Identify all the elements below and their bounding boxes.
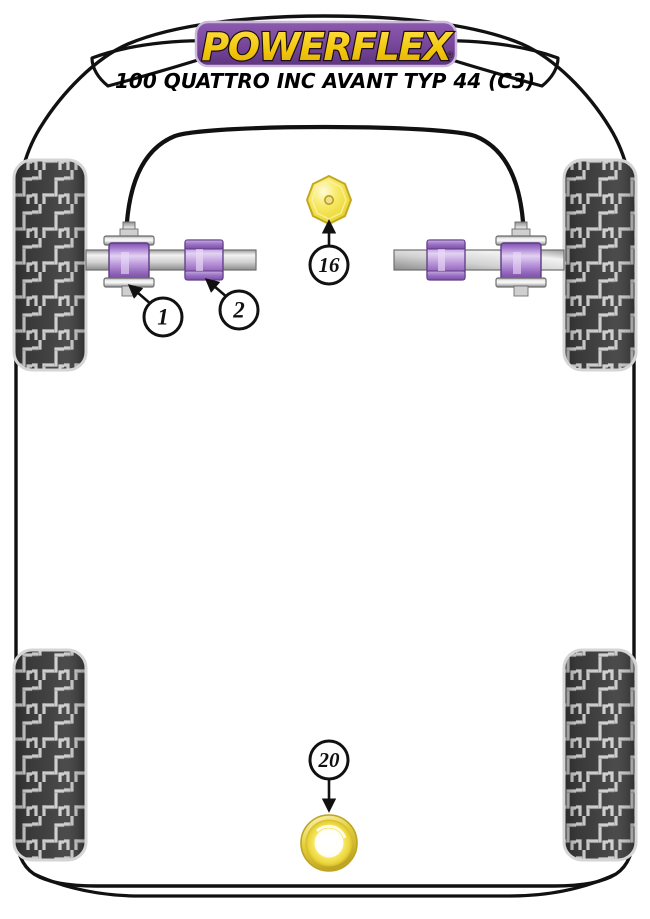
bush-front-right[interactable] <box>495 221 547 297</box>
powerflex-logo: POWERFLEX ® <box>194 20 458 70</box>
callout-1[interactable]: 1 <box>142 296 184 338</box>
lower-engine-mount[interactable] <box>300 814 358 872</box>
vehicle-title-text: 100 QUATTRO INC AVANT TYP 44 (C3) <box>115 69 535 93</box>
powerflex-logo-text: POWERFLEX <box>201 25 453 69</box>
callout-20-label: 20 <box>318 748 341 772</box>
page-title: 100 QUATTRO INC AVANT TYP 44 (C3) <box>115 69 535 93</box>
anti-roll-bar <box>123 124 527 249</box>
upper-engine-mount[interactable] <box>305 174 353 226</box>
callout-16[interactable]: 16 <box>308 244 350 286</box>
wheel-front-right <box>562 158 638 372</box>
callout-leaders <box>127 219 337 813</box>
registered-mark: ® <box>447 50 454 60</box>
callout-20[interactable]: 20 <box>308 739 350 781</box>
callout-1-label: 1 <box>157 305 169 330</box>
callout-16-label: 16 <box>319 253 341 277</box>
callout-2-label: 2 <box>232 298 245 323</box>
callout-2[interactable]: 2 <box>218 289 260 331</box>
wheel-rear-left <box>12 648 88 862</box>
bush-rear-left[interactable] <box>184 239 224 281</box>
bush-rear-right[interactable] <box>426 239 466 281</box>
wheel-rear-right <box>562 648 638 862</box>
car-body-outline <box>14 14 636 898</box>
wheel-front-left <box>12 158 88 372</box>
